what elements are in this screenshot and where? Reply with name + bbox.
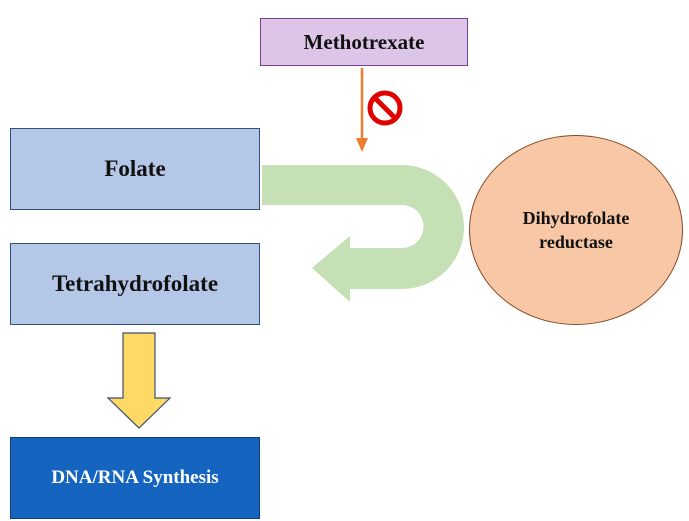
conversion-u-arrow [262,165,464,302]
tetrahydrofolate-box: Tetrahydrofolate [10,243,260,325]
inhibition-arrow-head [356,138,368,152]
folate-box: Folate [10,128,260,210]
methotrexate-label: Methotrexate [303,29,425,54]
synthesis-down-arrow [106,332,172,429]
enzyme-label-line2: reductase [539,232,613,252]
dna-rna-synthesis-label: DNA/RNA Synthesis [51,467,219,488]
tetrahydrofolate-label: Tetrahydrofolate [51,271,219,296]
dna-rna-synthesis-box: DNA/RNA Synthesis [10,437,260,519]
folate-label: Folate [104,156,166,181]
methotrexate-box: Methotrexate [260,18,468,66]
dihydrofolate-reductase-circle: Dihydrofolate reductase [469,135,683,325]
prohibition-icon [367,90,403,126]
enzyme-label-line1: Dihydrofolate [522,207,630,228]
